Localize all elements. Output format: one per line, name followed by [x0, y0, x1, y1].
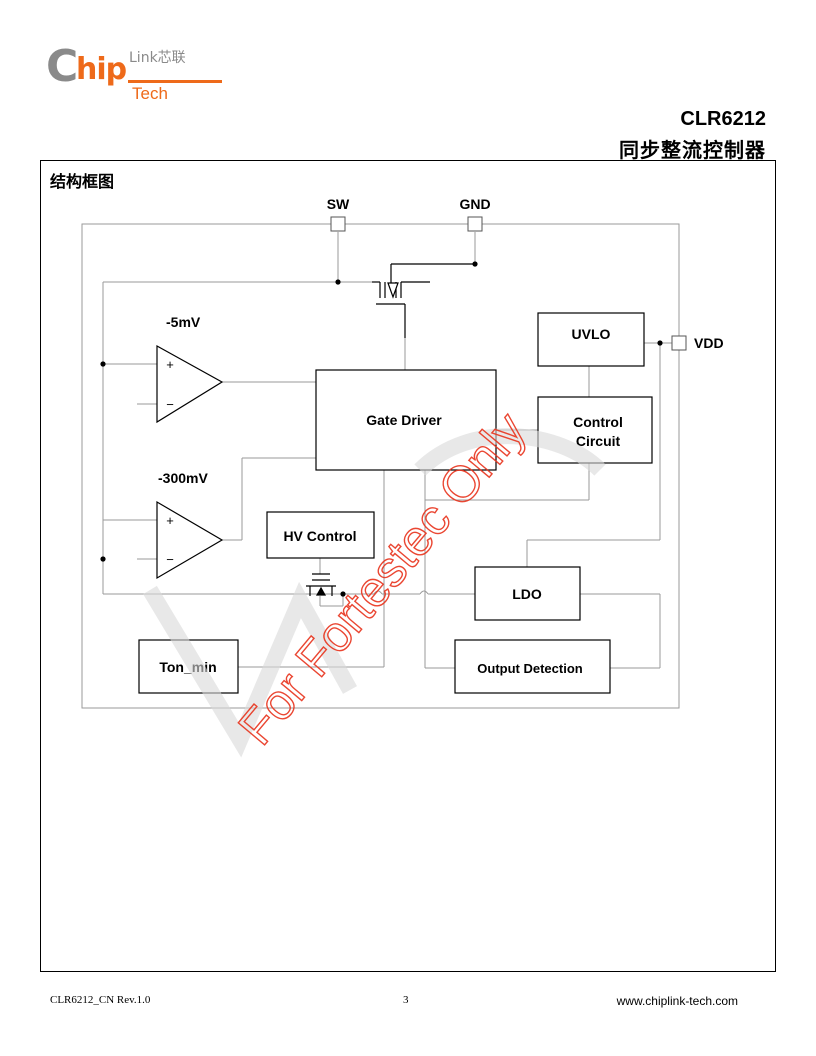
label-output-detection: Output Detection: [477, 661, 582, 676]
pin-vdd-icon: [671, 335, 687, 351]
part-number: CLR6212: [680, 108, 766, 130]
label-vdd: VDD: [694, 335, 724, 351]
gate-driver-block: [315, 369, 497, 471]
label-5mv: -5mV: [166, 314, 201, 330]
logo-c: C: [46, 41, 79, 92]
label-control-1: Control: [573, 414, 623, 430]
pin-sw-icon: [330, 216, 346, 232]
background-mark: [143, 428, 606, 758]
comparator-5mv: [156, 344, 224, 424]
section-title: 结构框图: [50, 172, 115, 191]
label-uvlo: UVLO: [572, 326, 611, 342]
control-circuit-block: [537, 396, 653, 464]
comp2-minus: −: [166, 552, 174, 567]
label-300mv: -300mV: [158, 470, 208, 486]
comp1-minus: −: [166, 397, 174, 412]
chip-outline: [81, 223, 680, 709]
label-control-2: Circuit: [576, 433, 621, 449]
comp1-plus: +: [166, 357, 174, 372]
logo-underline: [128, 80, 222, 83]
comp2-plus: +: [166, 513, 174, 528]
label-gate-driver: Gate Driver: [366, 412, 442, 428]
uvlo-block: [537, 312, 645, 367]
label-hv-control: HV Control: [283, 528, 356, 544]
logo-hip: hip: [76, 52, 127, 87]
logo-link: Link芯联: [129, 50, 186, 66]
product-subtitle: 同步整流控制器: [619, 138, 766, 162]
ldo-block: [474, 566, 581, 621]
pin-gnd-icon: [467, 216, 483, 232]
output-detection-block: [454, 639, 611, 694]
junction-dots: [100, 261, 663, 597]
label-ldo: LDO: [512, 586, 542, 602]
hv-mosfet: [306, 573, 336, 596]
power-mosfet: [372, 263, 475, 338]
comparator-300mv: [156, 500, 224, 580]
logo-tech: Tech: [132, 84, 168, 103]
footer-page-number: 3: [403, 994, 409, 1006]
footer-doc-id: CLR6212_CN Rev.1.0: [50, 994, 151, 1006]
label-sw: SW: [327, 196, 350, 212]
label-gnd: GND: [459, 196, 490, 212]
content-frame: [40, 160, 776, 972]
company-logo: C hip Link芯联 Tech: [46, 42, 226, 112]
hv-control-block: [266, 511, 375, 559]
footer-website[interactable]: www.chiplink-tech.com: [616, 994, 738, 1008]
